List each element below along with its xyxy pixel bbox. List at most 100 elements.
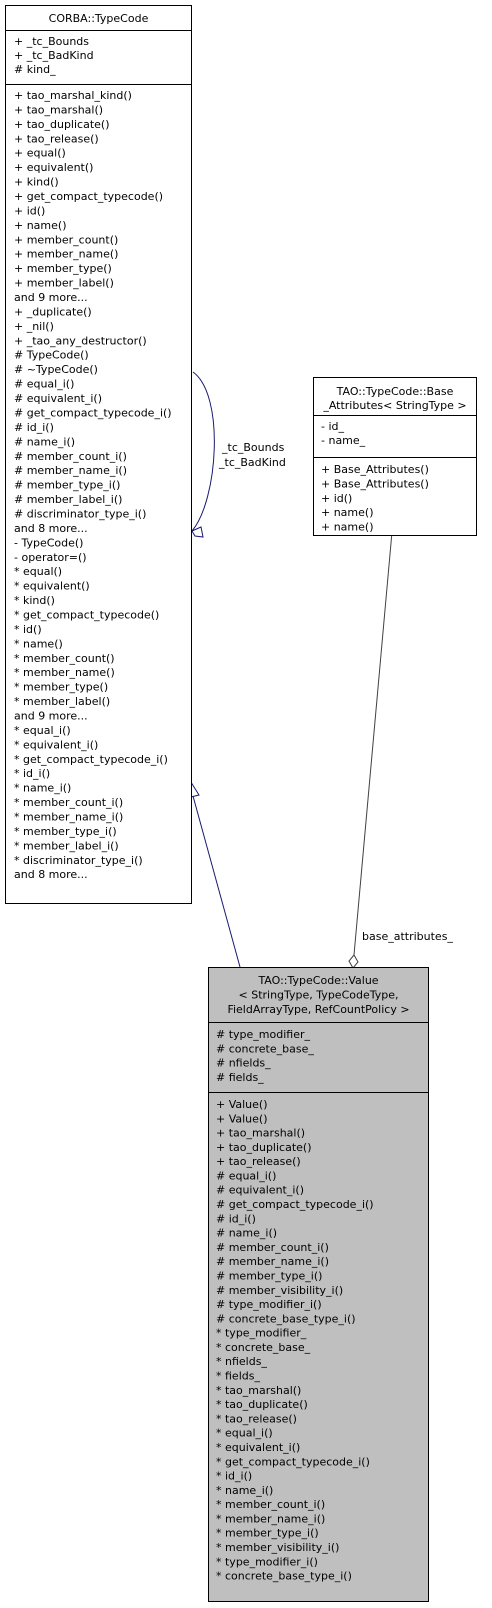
class-member: + name() xyxy=(321,521,374,534)
class-member: - TypeCode() xyxy=(14,536,83,549)
class-member: * id_i() xyxy=(14,767,50,780)
class-title-line: < StringType, TypeCodeType, xyxy=(239,989,399,1002)
class-member: * equal_i() xyxy=(14,724,71,737)
class-member: + member_name() xyxy=(14,248,118,261)
class-member: * member_name_i() xyxy=(216,1512,325,1525)
class-title-line: _Attributes< StringType > xyxy=(322,399,466,412)
class-member: + get_compact_typecode() xyxy=(14,190,163,203)
class-member: * name_i() xyxy=(14,782,71,795)
class-member: + equal() xyxy=(14,147,66,160)
class-title: TAO::TypeCode::Base_Attributes< StringTy… xyxy=(322,385,466,412)
class-member: * member_count_i() xyxy=(216,1498,325,1511)
class-member: # member_count_i() xyxy=(216,1241,329,1254)
class-member: * id_i() xyxy=(216,1470,252,1483)
class-member: and 9 more... xyxy=(14,291,88,304)
class-member: + member_label() xyxy=(14,277,114,290)
class-member: + kind() xyxy=(14,176,59,189)
class-member: * concrete_base_ xyxy=(216,1341,311,1354)
class-member: * equal_i() xyxy=(216,1427,273,1440)
class-member: + tao_marshal() xyxy=(14,103,103,116)
class-title-line: FieldArrayType, RefCountPolicy > xyxy=(227,1003,409,1016)
class-title-line: CORBA::TypeCode xyxy=(49,12,149,25)
class-member: + tao_duplicate() xyxy=(216,1141,312,1154)
composition-label: base_attributes_ xyxy=(362,930,453,943)
class-member: * member_type_i() xyxy=(14,825,117,838)
class-member: # member_visibility_i() xyxy=(216,1284,343,1297)
class-member: # TypeCode() xyxy=(14,349,89,362)
composition-edge xyxy=(353,531,393,956)
class-member: + Base_Attributes() xyxy=(321,463,429,476)
class-member: # get_compact_typecode_i() xyxy=(216,1198,374,1211)
class-member: # name_i() xyxy=(216,1227,277,1240)
class-member: - operator=() xyxy=(14,551,87,564)
class-member: + equivalent() xyxy=(14,161,93,174)
class-member: # concrete_base_type_i() xyxy=(216,1312,356,1325)
class-member: + _tc_Bounds xyxy=(14,35,89,48)
class-member: # type_modifier_ xyxy=(216,1028,310,1041)
class-member: * get_compact_typecode_i() xyxy=(216,1455,370,1468)
class-member: * member_label_i() xyxy=(14,839,119,852)
class-member: and 8 more... xyxy=(14,868,88,881)
class-member: # equivalent_i() xyxy=(14,392,102,405)
class-member: * fields_ xyxy=(216,1370,260,1383)
class-member: # equivalent_i() xyxy=(216,1184,304,1197)
class-member: # equal_i() xyxy=(216,1170,276,1183)
class-member: * member_visibility_i() xyxy=(216,1541,339,1554)
class-member: + tao_release() xyxy=(216,1155,301,1168)
inheritance-edge xyxy=(192,795,241,968)
attribute-list: + _tc_Bounds+ _tc_BadKind# kind_ xyxy=(14,35,94,76)
class-member: * member_count() xyxy=(14,652,115,665)
self-association-diamond xyxy=(191,526,204,538)
class-member: # nfields_ xyxy=(216,1057,271,1070)
class-member: # get_compact_typecode_i() xyxy=(14,407,172,420)
class-member: * nfields_ xyxy=(216,1355,267,1368)
class-member: # member_name_i() xyxy=(216,1255,329,1268)
class-member: # member_name_i() xyxy=(14,464,127,477)
class-member: - name_ xyxy=(321,434,366,447)
class-member: + tao_release() xyxy=(14,132,99,145)
class-member: # id_i() xyxy=(14,421,54,434)
class-member: # equal_i() xyxy=(14,378,74,391)
method-list: + tao_marshal_kind()+ tao_marshal() + tao… xyxy=(14,89,172,881)
class-member: * member_name() xyxy=(14,666,115,679)
class-member: + tao_duplicate() xyxy=(14,118,110,131)
class-corba-typecode[interactable]: CORBA::TypeCode + _tc_Bounds+ _tc_BadKin… xyxy=(5,5,192,904)
class-member: * discriminator_type_i() xyxy=(14,854,143,867)
method-list: + Value()+ Value()+ tao_marshal()+ tao_d… xyxy=(216,1098,374,1583)
class-title: CORBA::TypeCode xyxy=(49,12,149,25)
class-member: * member_type_i() xyxy=(216,1527,319,1540)
composition-diamond xyxy=(348,954,359,969)
class-member: * member_count_i() xyxy=(14,796,123,809)
class-member: # member_type_i() xyxy=(14,479,120,492)
class-member: + member_type() xyxy=(14,262,112,275)
class-member: # fields_ xyxy=(216,1071,264,1084)
class-member: # concrete_base_ xyxy=(216,1042,314,1055)
class-member: # id_i() xyxy=(216,1212,256,1225)
class-member: # name_i() xyxy=(14,435,75,448)
class-member: * get_compact_typecode() xyxy=(14,609,159,622)
class-member: + id() xyxy=(321,492,352,505)
class-member: * name_i() xyxy=(216,1484,273,1497)
class-member: # type_modifier_i() xyxy=(216,1298,322,1311)
class-box xyxy=(313,377,477,536)
class-member: * get_compact_typecode_i() xyxy=(14,753,168,766)
class-member: * name() xyxy=(14,637,63,650)
class-base-attributes[interactable]: TAO::TypeCode::Base_Attributes< StringTy… xyxy=(313,377,477,536)
class-member: # discriminator_type_i() xyxy=(14,508,146,521)
class-box xyxy=(5,5,192,904)
class-member: * member_name_i() xyxy=(14,811,123,824)
class-member: * member_type() xyxy=(14,681,108,694)
class-member: - id_ xyxy=(321,420,345,433)
class-member: and 9 more... xyxy=(14,710,88,723)
class-member: + _tc_BadKind xyxy=(14,49,94,62)
class-member: + member_count() xyxy=(14,233,118,246)
class-member: * type_modifier_i() xyxy=(216,1555,318,1568)
class-value[interactable]: TAO::TypeCode::Value< StringType, TypeCo… xyxy=(208,967,429,1602)
self-loop-label: _tc_Bounds xyxy=(221,441,285,454)
class-member: # member_count_i() xyxy=(14,450,127,463)
class-member: + _tao_any_destructor() xyxy=(14,334,147,347)
class-member: * member_label() xyxy=(14,695,110,708)
class-member: + _duplicate() xyxy=(14,305,92,318)
class-member: + tao_marshal_kind() xyxy=(14,89,132,102)
